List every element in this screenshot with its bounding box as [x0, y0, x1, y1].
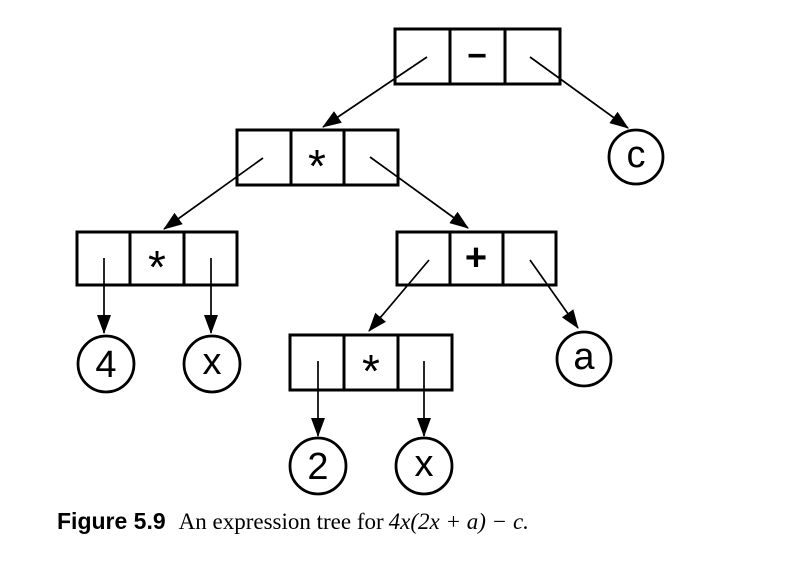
arrow-mult-top-to-plus	[369, 156, 469, 229]
figure-label: Figure 5.9	[57, 508, 166, 534]
caption-expression: 4x(2x + a) − c.	[388, 509, 529, 534]
arrow-root-to-c	[529, 56, 629, 129]
leaf-label-2: 2	[307, 446, 328, 488]
operator-mult-left: *	[148, 241, 166, 293]
leaf-circle-4	[76, 334, 136, 394]
leaf-label-x-bottom: x	[415, 443, 434, 485]
expression-tree-diagram: − * * + * c 4 x a 2 x	[75, 27, 665, 496]
operator-mult-bottom: *	[362, 345, 380, 397]
node-mult-bottom	[288, 333, 454, 392]
arrow-root-to-mult-top	[322, 56, 428, 128]
leaf-nodes	[76, 128, 665, 496]
leaf-label-c: c	[627, 134, 646, 176]
expression-tree-svg: − * * + * c 4 x a 2 x	[75, 27, 665, 496]
arrow-mult-top-to-mult-left	[163, 157, 264, 230]
node-mult-left	[75, 230, 239, 287]
leaf-label-4: 4	[95, 344, 116, 386]
leaf-label-a: a	[573, 336, 595, 378]
leaf-circle-x-bottom	[394, 436, 454, 496]
node-mult-top	[235, 128, 400, 187]
leaf-circle-2	[288, 436, 348, 496]
leaf-circle-c	[607, 128, 665, 186]
node-minus	[393, 27, 562, 86]
leaf-circle-a	[555, 330, 613, 388]
leaf-circle-x-left	[182, 334, 242, 394]
operator-plus: +	[465, 237, 487, 279]
operator-mult-top: *	[308, 140, 326, 192]
arrow-plus-to-a	[529, 259, 579, 329]
operator-minus: −	[467, 37, 487, 75]
leaf-label-x-left: x	[203, 341, 222, 383]
internal-nodes	[75, 27, 562, 392]
pointer-arrows	[97, 56, 629, 437]
arrow-plus-to-mult-bottom	[368, 259, 430, 332]
caption-text: An expression tree for	[178, 509, 384, 534]
node-plus	[395, 230, 558, 287]
